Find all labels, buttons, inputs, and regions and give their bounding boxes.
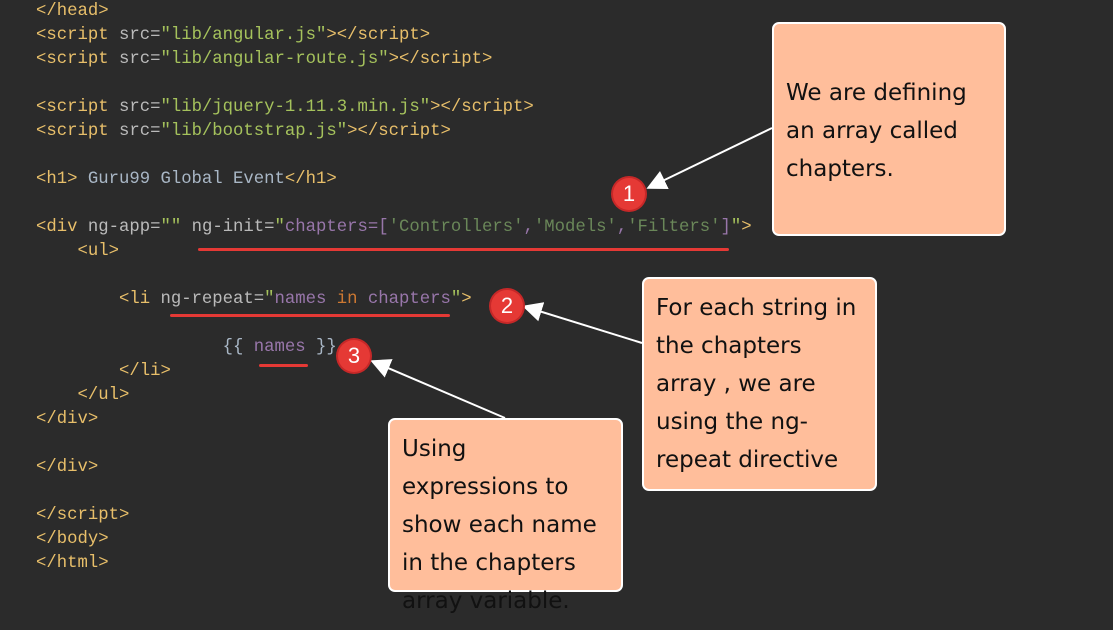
code-token: chapters=[ — [284, 218, 389, 237]
code-token: "lib/jquery-1.11.3.min.js" — [160, 98, 431, 117]
code-line: <script src="lib/angular.js"></script> — [36, 24, 752, 48]
code-line: </div> — [36, 456, 752, 480]
code-token: </li> — [118, 362, 171, 381]
code-token: <script — [36, 26, 119, 45]
code-token: ] — [720, 218, 731, 237]
code-token: "lib/angular-route.js" — [160, 50, 389, 69]
code-line: </body> — [36, 528, 752, 552]
marker-1: 1 — [613, 178, 645, 210]
callout-3: Using expressions to show each name in t… — [388, 418, 623, 614]
code-token: ></script> — [430, 98, 534, 117]
code-line: {{ names }} — [36, 336, 752, 360]
code-token: " — [730, 218, 742, 237]
arrow-1 — [646, 127, 773, 190]
code-line: </div> — [36, 408, 752, 432]
code-token: "lib/angular.js" — [160, 26, 327, 45]
code-line: <li ng-repeat="names in chapters"> — [36, 288, 752, 312]
code-token: </ul> — [77, 386, 130, 405]
arrow-2 — [522, 302, 643, 344]
code-token: 'Models' — [533, 218, 617, 237]
code-token: </html> — [36, 554, 109, 573]
code-token: <script — [36, 50, 119, 69]
code-line: </html> — [36, 552, 752, 576]
marker-2: 2 — [491, 290, 523, 322]
code-token: ></script> — [326, 26, 431, 45]
code-token: src= — [118, 98, 161, 117]
code-editor: </head><script src="lib/angular.js"></sc… — [36, 0, 752, 576]
code-token: }} — [305, 338, 337, 357]
code-token: <div — [36, 218, 88, 237]
callout-2: For each string in the chapters array , … — [642, 277, 877, 491]
code-token: 'Controllers' — [388, 218, 524, 237]
code-token: , — [523, 218, 534, 237]
code-token: ng-repeat= — [160, 290, 265, 309]
code-token: </div> — [36, 410, 99, 429]
code-token: > — [741, 218, 752, 237]
code-token: " — [450, 290, 462, 309]
code-token: Guru99 Global Event — [77, 170, 285, 189]
code-token: ng-init= — [191, 218, 275, 237]
code-token: <script — [36, 122, 119, 141]
code-token: </div> — [36, 458, 99, 477]
code-token: " — [274, 218, 285, 237]
code-token: ></script> — [388, 50, 493, 69]
underline-ng-repeat — [170, 314, 450, 317]
code-line: </script> — [36, 504, 752, 528]
code-token: "lib/bootstrap.js" — [160, 122, 348, 141]
code-token: {{ — [36, 338, 254, 357]
code-token: " — [264, 290, 275, 309]
callout-1: We are defining an array called chapters… — [772, 22, 1006, 236]
code-token: names — [253, 338, 306, 357]
code-token: names — [274, 290, 337, 309]
code-line: <script src="lib/angular-route.js"></scr… — [36, 48, 752, 72]
code-token: in — [336, 290, 358, 309]
code-token: <ul> — [77, 242, 119, 261]
code-token: ng-app= — [87, 218, 161, 237]
code-line: </head> — [36, 0, 752, 24]
underline-names — [259, 364, 308, 367]
marker-3: 3 — [338, 340, 370, 372]
code-line: <h1> Guru99 Global Event</h1> — [36, 168, 752, 192]
code-token: <li — [118, 290, 161, 309]
code-token: "" — [160, 218, 192, 237]
code-token: src= — [118, 26, 161, 45]
code-line: <script src="lib/jquery-1.11.3.min.js"><… — [36, 96, 752, 120]
arrow-3 — [370, 359, 506, 419]
code-line: <div ng-app="" ng-init="chapters=['Contr… — [36, 216, 752, 240]
code-line: <script src="lib/bootstrap.js"></script> — [36, 120, 752, 144]
code-token: chapters — [357, 290, 451, 309]
code-token: , — [616, 218, 628, 237]
code-token: 'Filters' — [627, 218, 721, 237]
code-token: <h1> — [36, 170, 78, 189]
code-token: </head> — [36, 2, 109, 21]
code-token: src= — [118, 50, 161, 69]
code-line: </li> — [36, 360, 752, 384]
code-token: > — [461, 290, 472, 309]
code-line: <ul> — [36, 240, 752, 264]
code-token: </body> — [36, 530, 109, 549]
code-token: src= — [118, 122, 161, 141]
code-token: </h1> — [284, 170, 337, 189]
code-token: ></script> — [347, 122, 451, 141]
code-token: <script — [36, 98, 119, 117]
code-token: </script> — [36, 506, 130, 525]
underline-ng-init — [198, 248, 729, 251]
code-line: </ul> — [36, 384, 752, 408]
